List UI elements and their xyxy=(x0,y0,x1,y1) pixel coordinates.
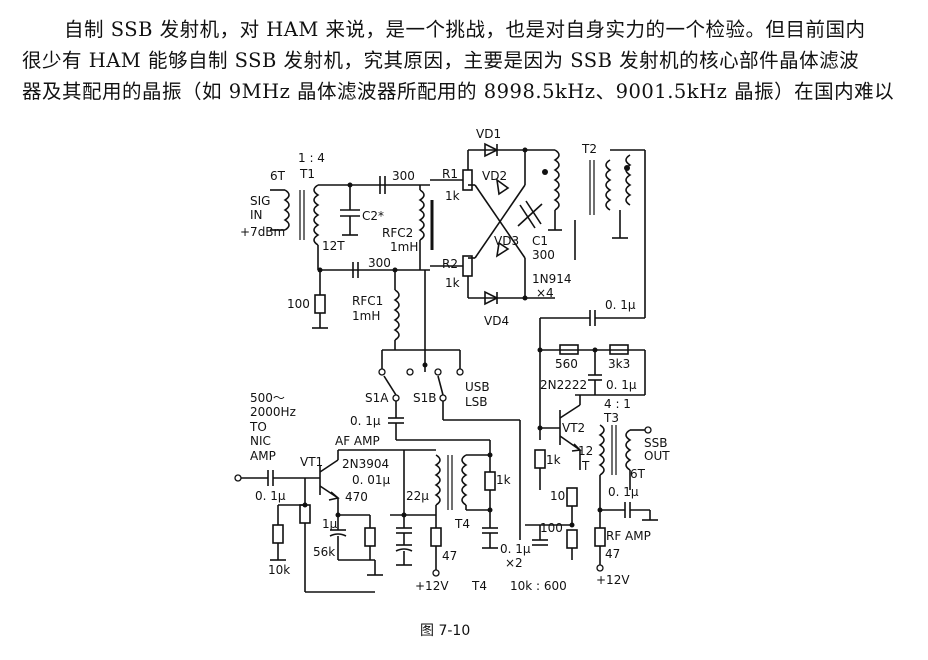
label-q1-type: 2N3904 xyxy=(342,457,389,471)
label-c01-x2: 0. 1μ xyxy=(500,542,531,556)
label-sig: SIG xyxy=(250,194,270,208)
label-c001: 0. 01μ xyxy=(352,473,391,487)
label-dbm: +7dBm xyxy=(240,225,285,239)
transformer-t4 xyxy=(430,440,498,577)
label-c2: C2* xyxy=(362,209,384,223)
label-r470: 470 xyxy=(345,490,368,504)
label-c01-c: 0. 1μ xyxy=(608,485,639,499)
label-t3-ratio: 4 : 1 xyxy=(604,397,631,411)
label-t3: T3 xyxy=(603,411,619,425)
label-af-amp: AF AMP xyxy=(335,434,380,448)
transformer-t3 xyxy=(594,424,658,572)
label-c01-b: 0. 1μ xyxy=(606,378,637,392)
label-c01-a: 0. 1μ xyxy=(605,298,636,312)
label-r1k-c: 1k xyxy=(496,473,511,487)
label-to: TO xyxy=(249,420,267,434)
label-s1b: S1B xyxy=(413,391,436,405)
label-r560: 560 xyxy=(555,357,578,371)
label-t3-6t: 6T xyxy=(630,467,646,481)
label-r100-b: 100 xyxy=(540,521,563,535)
rf-amp-stage xyxy=(525,344,646,560)
label-rfc1: RFC1 xyxy=(352,294,383,308)
label-r10k: 10k xyxy=(268,563,290,577)
label-vd1: VD1 xyxy=(476,127,501,141)
label-r100: 100 xyxy=(287,297,310,311)
label-t2: T2 xyxy=(581,142,597,156)
label-diode-count: ×4 xyxy=(536,286,554,300)
label-c1-val: 300 xyxy=(532,248,555,262)
label-r2-val: 1k xyxy=(445,276,460,290)
label-vd4: VD4 xyxy=(484,314,509,328)
transformer-t1 xyxy=(283,184,320,246)
label-r56k: 56k xyxy=(313,545,335,559)
label-t3-12: 12 xyxy=(578,444,593,458)
figure-caption: 图 7-10 xyxy=(420,623,471,639)
label-r3k3: 3k3 xyxy=(608,357,630,371)
label-6t: 6T xyxy=(270,169,286,183)
label-freq1: 500～ xyxy=(250,391,285,405)
label-c1: C1 xyxy=(532,234,548,248)
label-in: IN xyxy=(250,208,263,222)
label-rfc1-val: 1mH xyxy=(352,309,380,323)
label-rfc2: RFC2 xyxy=(382,226,413,240)
label-r1k-b: 1k xyxy=(546,453,561,467)
label-r47: 47 xyxy=(442,549,457,563)
label-t4-b: T4 xyxy=(471,579,487,593)
label-r47-b: 47 xyxy=(605,547,620,561)
label-ssb: SSB xyxy=(644,436,667,450)
label-t1-ratio: 1 : 4 xyxy=(298,151,325,165)
label-c300-bot: 300 xyxy=(368,256,391,270)
label-x2: ×2 xyxy=(505,556,523,570)
label-t1: T1 xyxy=(299,167,315,181)
label-out: OUT xyxy=(644,449,670,463)
label-vt2: VT2 xyxy=(562,421,585,435)
af-amp-stage xyxy=(234,449,436,593)
label-lsb: LSB xyxy=(465,395,488,409)
label-vd3: VD3 xyxy=(494,234,519,248)
label-c1u: 1μ xyxy=(322,517,338,531)
label-t3-t: T xyxy=(581,459,590,473)
label-q2-type: 2N2222 xyxy=(540,378,587,392)
transformer-t2 xyxy=(542,149,646,318)
label-ratio: 10k : 600 xyxy=(510,579,567,593)
text-line-3: 器及其配用的晶振（如 9MHz 晶体滤波器所配用的 8998.5kHz、9001… xyxy=(22,80,895,103)
label-nic: NIC xyxy=(250,434,271,448)
text-line-2: 很少有 HAM 能够自制 SSB 发射机，究其原因，主要是因为 SSB 发射机的… xyxy=(22,49,860,72)
label-freq2: 2000Hz xyxy=(250,405,296,419)
label-rfc2-val: 1mH xyxy=(390,240,418,254)
label-c22: 22μ xyxy=(406,489,429,503)
label-12v-b: +12V xyxy=(596,573,630,587)
label-vt1: VT1 xyxy=(300,455,323,469)
label-diode-type: 1N914 xyxy=(532,272,572,286)
label-t4: T4 xyxy=(454,517,470,531)
label-s1a: S1A xyxy=(365,391,389,405)
label-r2: R2 xyxy=(442,257,458,271)
label-c01-d: 0. 1μ xyxy=(350,414,381,428)
text-line-1: 自制 SSB 发射机，对 HAM 来说，是一个挑战，也是对自身实力的一个检验。但… xyxy=(64,18,866,41)
label-12v: +12V xyxy=(415,579,449,593)
body-text: 自制 SSB 发射机，对 HAM 来说，是一个挑战，也是对自身实力的一个检验。但… xyxy=(22,14,912,107)
label-vd2: VD2 xyxy=(482,169,507,183)
label-amp: AMP xyxy=(250,449,276,463)
switch-s1 xyxy=(378,350,521,540)
label-12t: 12T xyxy=(322,239,345,253)
label-r1: R1 xyxy=(442,167,458,181)
diode-ring xyxy=(430,142,555,306)
label-usb: USB xyxy=(465,380,490,394)
label-r1-val: 1k xyxy=(445,189,460,203)
label-c01-e: 0. 1μ xyxy=(255,489,286,503)
label-r10: 10 xyxy=(550,489,565,503)
label-c300-top: 300 xyxy=(392,169,415,183)
label-rf-amp: RF AMP xyxy=(606,529,651,543)
